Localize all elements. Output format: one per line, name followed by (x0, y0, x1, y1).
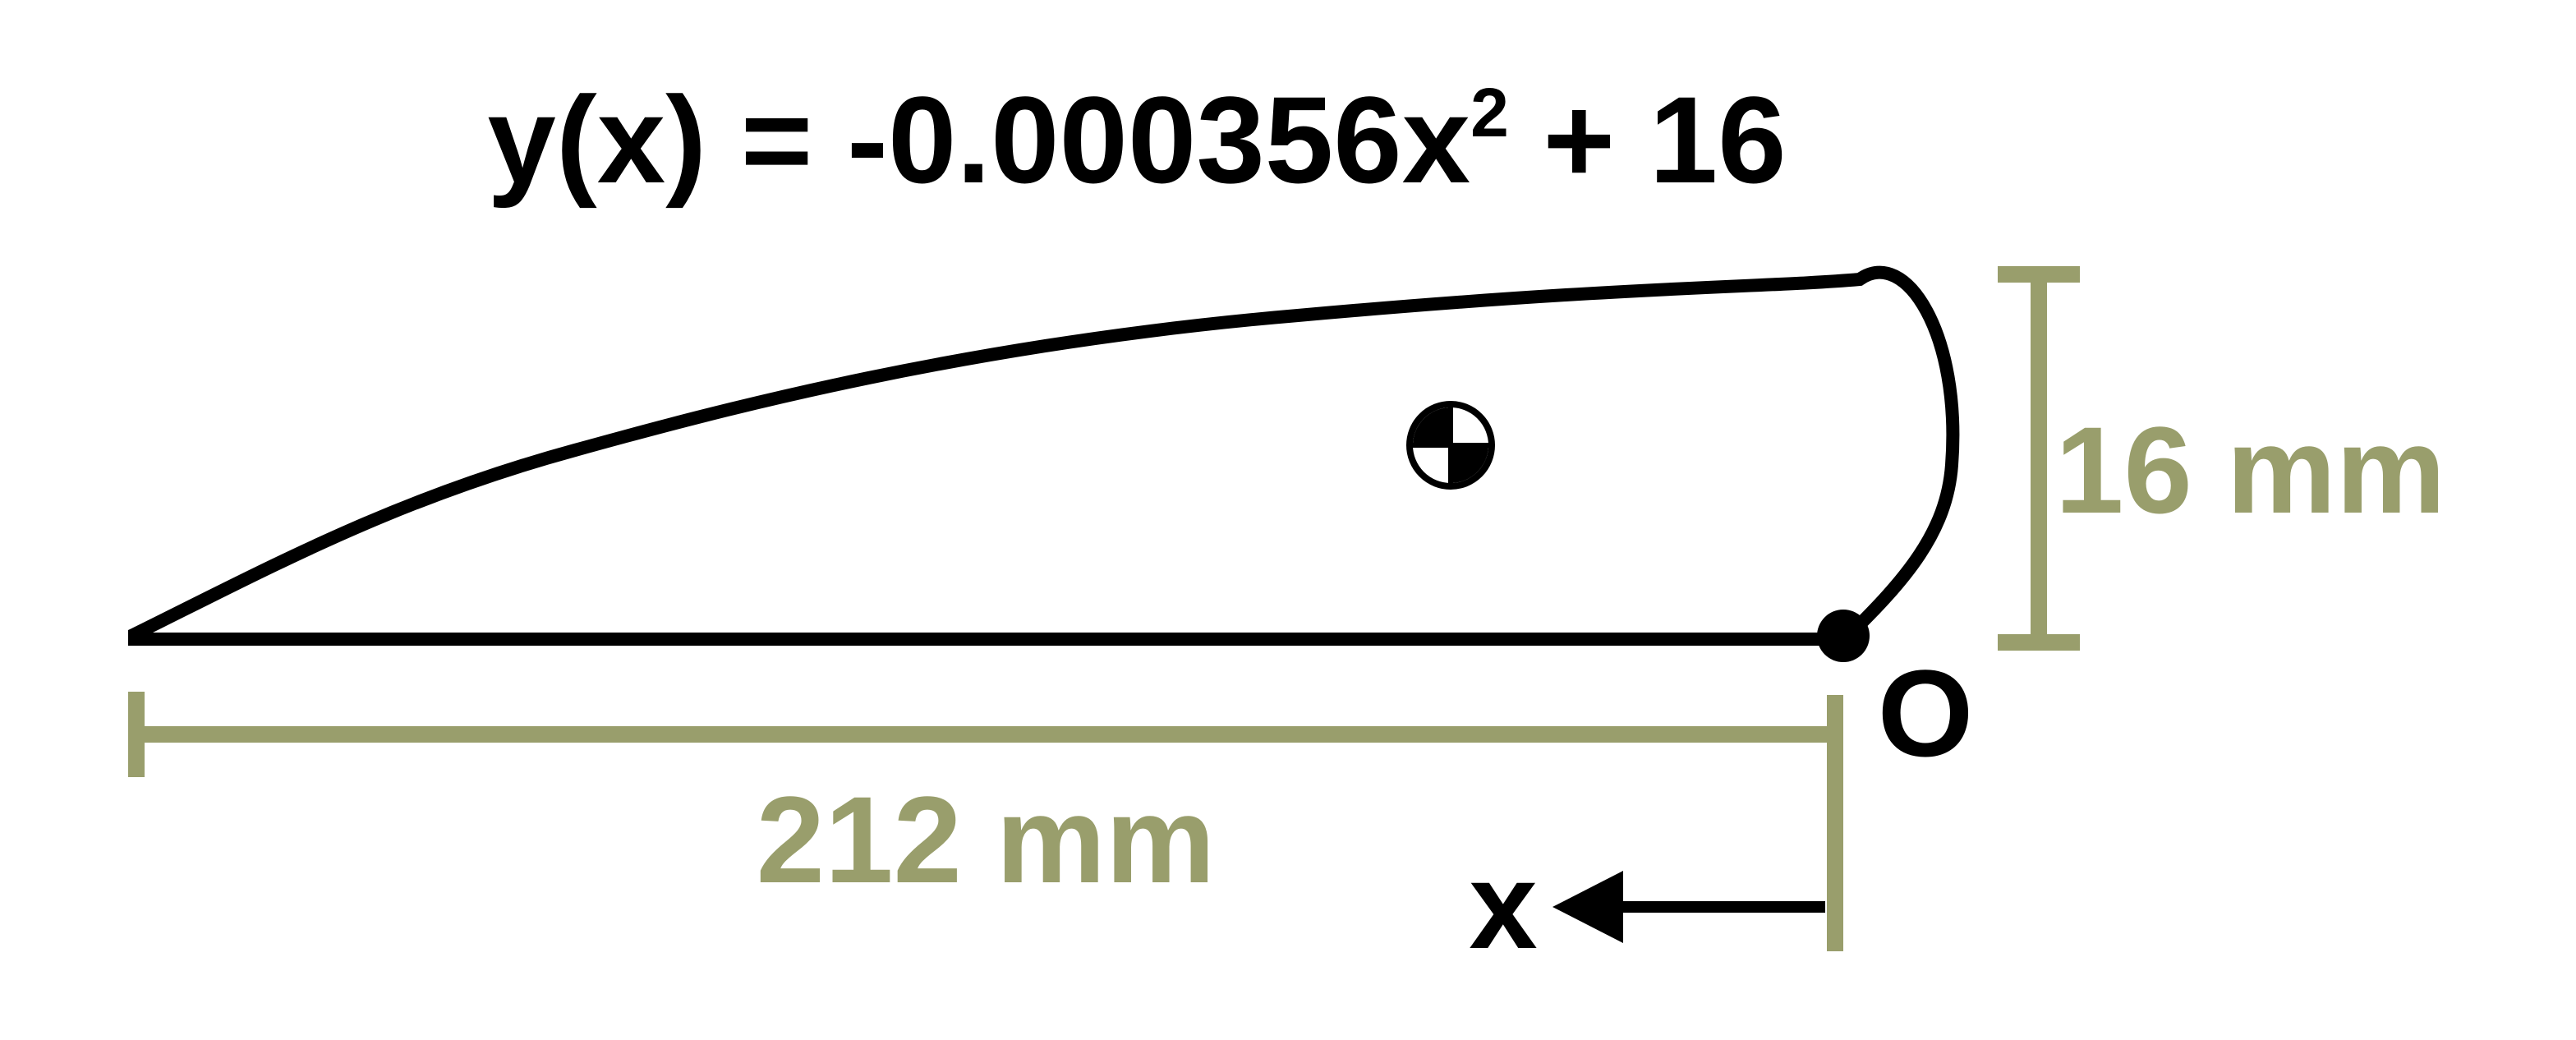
height-label: 16 mm (2055, 401, 2445, 539)
equation-exponent: 2 (1470, 74, 1509, 151)
height-dimension (1998, 266, 2080, 651)
arrow-left-icon (1552, 871, 1825, 943)
origin-dot-icon (1817, 610, 1870, 662)
axis-label-x: x (1469, 836, 1537, 974)
center-of-mass-icon (1406, 401, 1495, 490)
equation-lhs: y(x) = -0.000356x (487, 71, 1470, 209)
equation-text: y(x) = -0.000356x2 + 16 (487, 71, 1786, 209)
length-label: 212 mm (757, 771, 1216, 909)
equation-rhs: + 16 (1509, 71, 1787, 209)
origin-label: O (1878, 644, 1974, 782)
length-dimension (128, 692, 1843, 951)
profile-outline (128, 265, 1960, 646)
